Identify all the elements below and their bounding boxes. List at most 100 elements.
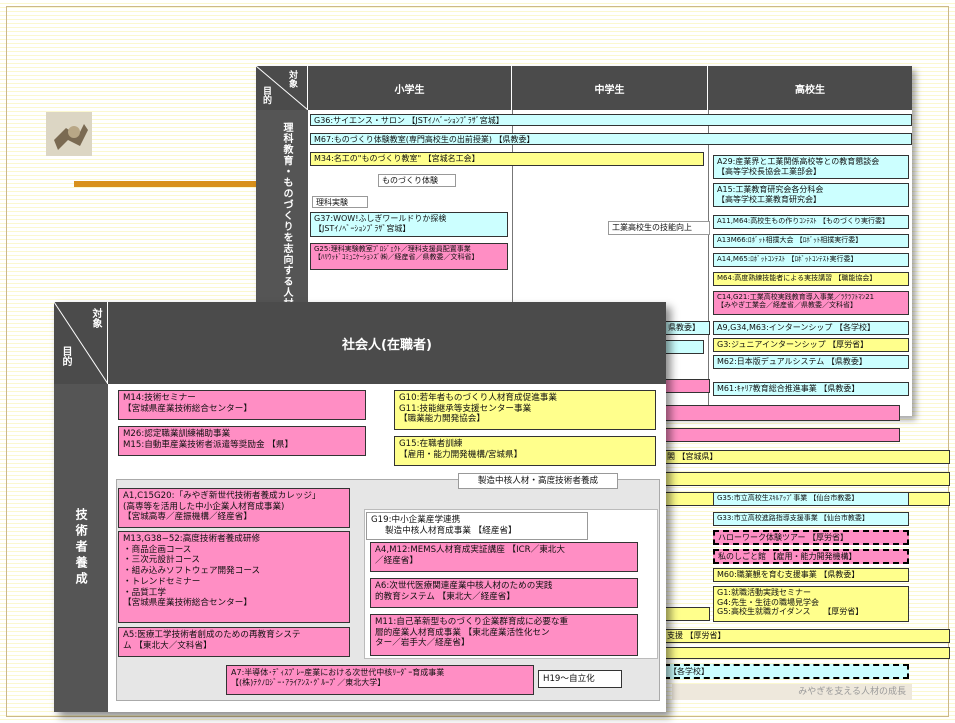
item-a7: A7:半導体･ﾃﾞｨｽﾌﾟﾚｰ産業における次世代中核ﾘｰﾀﾞｰ育成事業 【(株)… (226, 665, 534, 695)
item-g10-line2: G11:技能継承等支援センター事業 (399, 403, 532, 414)
item-g36: G36:サイエンス・サロン 【JSTｲﾉﾍﾞｰｼｮﾝﾌﾟﾗｻﾞ宮城】 (310, 114, 912, 126)
front-table-header: 対象 目的 社会人(在職者) (54, 302, 666, 384)
item-a4-line2: ／経産省】 (375, 555, 418, 566)
item-a15-line2: 【高等学校工業教育研究会】 (717, 194, 821, 204)
item-a6: A6:次世代医療関連産業中核人材のための実践 的教育システム 【東北大／経産省】 (370, 578, 638, 608)
front-side-label: 技術者養成 (54, 384, 108, 712)
item-a1-line3: 【宮城高専／産振機構／経産省】 (123, 512, 252, 523)
label-monozukuri-taiken: ものづくり体験 (378, 174, 456, 187)
item-a5: A5:医療工学技術者創成のための再教育システ ム 【東北大／文科省】 (118, 627, 350, 657)
item-m34: M34:名工の"ものづくり教室" 【宮城名工会】 (310, 152, 704, 166)
front-corner-target: 対象 (90, 308, 101, 328)
subgroup-g19-sub: 製造中核人材育成事業 【経産省】 (385, 525, 517, 536)
item-g15: G15:在職者訓練 【雇用・能力開発機構/宮城県】 (394, 436, 656, 466)
column-high-school: 高校生 (795, 84, 825, 96)
item-m13-line2: ・商品企画コース (123, 544, 192, 555)
item-m11: M11:自己革新型ものづくり企業群育成に必要な重 層的産業人材育成事業 【東北産… (370, 614, 638, 656)
item-ken-fragment (664, 607, 710, 621)
item-g15-line1: G15:在職者訓練 (399, 439, 463, 449)
item-m13-line4: ・組み込みソフトウェア開発コース (123, 566, 261, 577)
label-rika-jikken: 理科実験 (312, 196, 368, 208)
item-a1: A1,C15G20:「みやぎ新世代技術者養成カレッジ」 (高専等を活用した中小企… (118, 488, 350, 528)
item-m11-line1: M11:自己革新型ものづくり企業群育成に必要な重 (375, 617, 569, 627)
column-divider (512, 110, 513, 416)
back-corner-target: 対象 (287, 70, 297, 88)
item-a5-line1: A5:医療工学技術者創成のための再教育システ (123, 630, 301, 640)
item-m62: M62:日本版デュアルシステム 【県教委】 (713, 355, 909, 369)
item-kenkyoui-fragment: 県教委】 (664, 321, 710, 335)
item-m26-line2: M15:自動車産業技術者派遣等奨励金 【県】 (123, 439, 294, 450)
item-g3: G3:ジュニアインターンシップ 【厚労省】 (713, 338, 909, 352)
item-a29-line2: 【高等学校長協会工業部会】 (717, 166, 821, 176)
front-corner-cell: 対象 目的 (54, 302, 108, 384)
item-m14-line2: 【宮城県産業技術総合センター】 (123, 403, 252, 414)
decorative-pin-icon (46, 112, 92, 156)
item-a15-line1: A15:工業教育研究会各分科会 (717, 185, 824, 194)
column-working-adults: 社会人(在職者) (342, 337, 432, 353)
back-table-header: 対象 目的 小学生 中学生 高校生 (256, 66, 912, 110)
item-c14-line1: C14,G21:工業高校実践教育導入事業／ﾗｸﾗﾌﾄﾏﾝ21 (717, 293, 875, 301)
item-a5-line2: ム 【東北大／文科省】 (123, 640, 212, 651)
item-m26: M26:認定職業訓練補助事業 M15:自動車産業技術者派遣等奨励金 【県】 (118, 426, 366, 456)
item-a15: A15:工業教育研究会各分科会 【高等学校工業教育研究会】 (713, 183, 909, 207)
item-a7-line1: A7:半導体･ﾃﾞｨｽﾌﾟﾚｰ産業における次世代中核ﾘｰﾀﾞｰ育成事業 (231, 668, 445, 677)
front-table: 対象 目的 社会人(在職者) 技術者養成 M14:技術セミナー 【宮城県産業技術… (54, 302, 666, 712)
item-a29: A29:産業界と工業関係高校等との教育懇談会 【高等学校長協会工業部会】 (713, 155, 909, 179)
subgroup-g19-label: G19:中小企業産学連携 製造中核人材育成事業 【経産省】 (366, 512, 588, 540)
item-g37-line1: G37:WOW!ふしぎワールドりか探検 (314, 214, 447, 223)
item-a1-line2: (高専等を活用した中小企業人材育成事業) (123, 501, 285, 512)
item-m11-line3: ター／岩手大／経産省】 (375, 638, 470, 649)
item-a7-line2: 【(株)ﾃｸﾉﾛｼﾞｰ･ｱﾗｲｱﾝｽ･ｸﾞﾙｰﾌﾟ／東北大学】 (231, 678, 386, 687)
item-bracket-fragment: 目的 (664, 340, 704, 354)
item-a4-line1: A4,M12:MEMS人材育成実証講座 【ICR／東北大 (375, 545, 565, 555)
item-m13-line3: ・三次元設計コース (123, 555, 200, 566)
slide-frame (6, 6, 949, 717)
item-g35: G35:市立高校生ｽｷﾙｱｯﾌﾟ事業 【仙台市教委】 (713, 492, 909, 506)
item-g15-line2: 【雇用・能力開発機構/宮城県】 (399, 449, 523, 460)
item-g37: G37:WOW!ふしぎワールドりか探検 【JSTｲﾉﾍﾞｰｼｮﾝﾌﾟﾗｻﾞ宮城】 (310, 212, 508, 237)
item-m60: M60:職業観を育む支援事業 【県教委】 (713, 568, 909, 582)
item-m13-line6: ・品質工学 (123, 587, 166, 598)
item-shigotokan: 私のしごと館 【雇用・能力開発機構】 (713, 549, 909, 564)
back-corner-purpose: 目的 (261, 86, 271, 104)
item-g10: G10:若年者ものづくり人材育成促進事業 G11:技能継承等支援センター事業 【… (394, 390, 656, 430)
item-m61: M61:ｷｬﾘｱ教育総合推進事業 【県教委】 (713, 382, 909, 396)
item-pink-band-2 (664, 428, 900, 442)
column-divider (708, 110, 709, 416)
item-h19-independent: H19〜自立化 (538, 670, 622, 688)
item-a6-line1: A6:次世代医療関連産業中核人材のための実践 (375, 581, 553, 591)
item-a13: A13M66:ﾛﾎﾞｯﾄ相撲大会 【ﾛﾎﾞｯﾄ相撲実行委】 (713, 234, 909, 248)
accent-bar (74, 181, 264, 187)
item-pink-fragment (664, 379, 710, 393)
subgroup-g19-title: G19:中小企業産学連携 (371, 515, 461, 525)
item-a29-line1: A29:産業界と工業関係高校等との教育懇談会 (717, 157, 880, 166)
label-kougyou: 工業高校生の技能向上 (608, 221, 710, 235)
item-g37-line2: 【JSTｲﾉﾍﾞｰｼｮﾝﾌﾟﾗｻﾞ宮城】 (314, 223, 411, 233)
bottom-banner: みやぎを支える人材の成長 (672, 684, 912, 700)
item-m13-line7: 【宮城県産業技術総合センター】 (123, 598, 252, 609)
front-corner-purpose: 目的 (60, 346, 71, 366)
item-m13-line5: ・トレンドセミナー (123, 576, 201, 587)
item-yellow-band-3 (664, 647, 950, 659)
column-elementary: 小学生 (308, 66, 512, 110)
item-m14: M14:技術セミナー 【宮城県産業技術総合センター】 (118, 390, 366, 420)
back-corner-cell: 対象 目的 (256, 66, 308, 110)
item-g25-line2: 【ﾊﾘｳｯﾄﾞｺﾐｭﾆｹｰｼｮﾝｽﾞ㈱／経産省／県教委／文科省】 (314, 253, 479, 262)
item-m11-line2: 層的産業人材育成事業 【東北産業活性化セン (375, 627, 550, 638)
item-m14-line1: M14:技術セミナー (123, 393, 196, 403)
item-a11: A11,M64:高校生もの作りｺﾝﾃｽﾄ 【ものづくり実行委】 (713, 215, 909, 229)
item-hellowork: ハローワーク体験ツアー 【厚労省】 (713, 530, 909, 545)
item-pink-band (664, 405, 900, 421)
item-g33: G33:市立高校進路指導支援事業 【仙台市教委】 (713, 512, 909, 526)
item-c14: C14,G21:工業高校実践教育導入事業／ﾗｸﾗﾌﾄﾏﾝ21 【みやぎ工業会／経… (713, 291, 909, 315)
item-g1-g4-g5: G1:就職活動実践セミナー G4:先生・生徒の職場見学会 G5:高校生就職ガイダ… (713, 586, 909, 622)
item-g25: G25:理科実験教室ﾌﾟﾛｼﾞｪｸﾄ／理科支援員配置事業 【ﾊﾘｳｯﾄﾞｺﾐｭﾆ… (310, 243, 508, 270)
item-a1-line1: A1,C15G20:「みやぎ新世代技術者養成カレッジ」 (123, 491, 321, 501)
item-kakugakkou: 【各学校】 (664, 664, 909, 679)
item-m67: M67:ものづくり体験教室(専門高校生の出前授業) 【県教委】 (310, 133, 912, 145)
item-a4: A4,M12:MEMS人材育成実証講座 【ICR／東北大 ／経産省】 (370, 542, 638, 572)
item-miyagi-fragment: 閣 【宮城県】 (664, 450, 950, 464)
front-side-label-text: 技術者養成 (74, 508, 89, 588)
item-g5: G5:高校生就職ガイダンス (717, 607, 811, 617)
